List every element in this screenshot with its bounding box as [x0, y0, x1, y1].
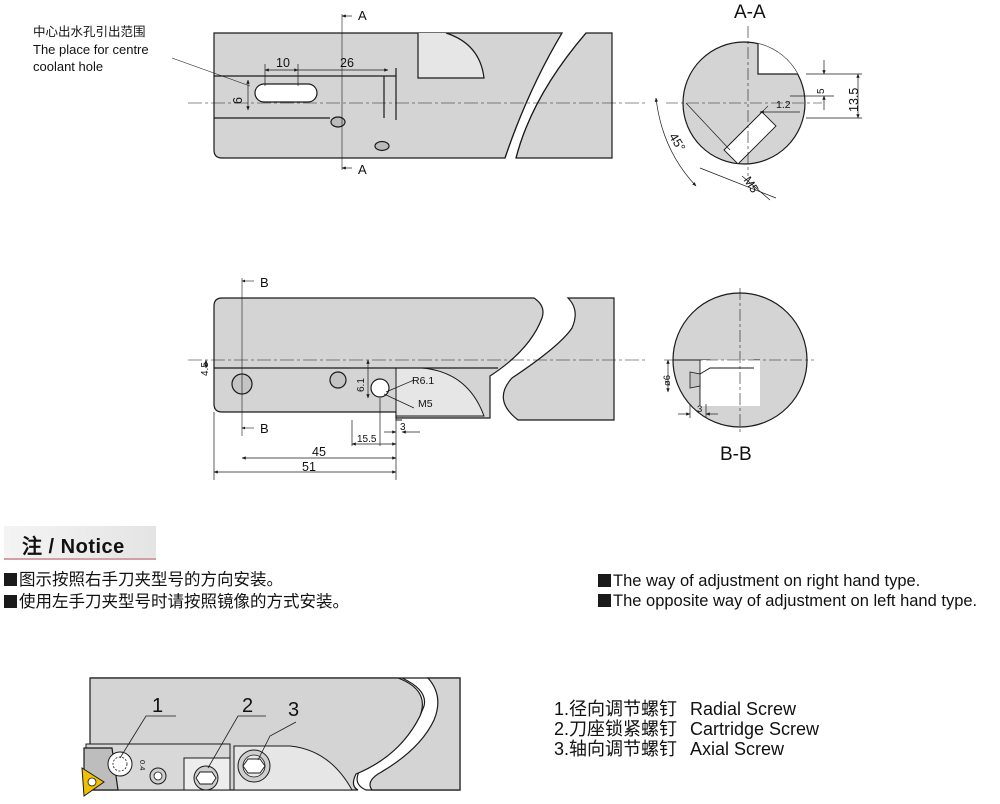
notice-en-1: The way of adjustment on right hand type…	[598, 571, 920, 592]
notice-header: 注 / Notice	[4, 526, 156, 560]
top-view-step	[417, 32, 485, 79]
section-aa	[666, 26, 822, 176]
coolant-callout: 中心出水孔引出范围 The place for centre coolant h…	[33, 24, 149, 75]
top-view-dimensions	[246, 14, 389, 170]
assembly-view	[81, 677, 461, 797]
bottom-screw-head	[329, 371, 347, 389]
dim-aa-depth-total: 13.5	[847, 88, 861, 112]
bullet-square-icon	[598, 574, 611, 587]
radial-screw	[107, 751, 133, 777]
assembly-leaders	[119, 715, 297, 769]
top-view-centerlines	[171, 14, 648, 170]
section-mark-a-top: A	[358, 8, 367, 23]
dim-hole-depth: 6.1	[356, 378, 367, 392]
bottom-view-cartridge	[395, 367, 485, 417]
bottom-view	[213, 297, 615, 421]
dim-bottom-3: 3	[400, 422, 406, 433]
hole-marker-2	[374, 140, 390, 152]
notice-cn-1: 图示按照右手刀夹型号的方向安装。	[4, 570, 283, 591]
dim-bottom-51: 51	[302, 460, 316, 474]
coolant-callout-en-2: coolant hole	[33, 59, 104, 74]
dim-bottom-45: 45	[312, 445, 326, 459]
assembly-scale-mark: 0.4	[138, 760, 147, 770]
notice-title: 注 / Notice	[22, 536, 125, 558]
bottom-view-dimensions	[204, 359, 420, 480]
dim-aa-offset: 1.2	[776, 99, 791, 111]
aa-notch	[757, 42, 805, 75]
coolant-callout-cn: 中心出水孔引出范围	[33, 25, 146, 39]
section-mark-b-top: B	[260, 275, 269, 290]
dim-slot-offset: 26	[340, 56, 354, 70]
dim-aa-depth-small: 5	[816, 88, 827, 94]
section-mark-a-bottom: A	[358, 162, 367, 177]
top-view-wave	[504, 32, 563, 159]
bottom-view-centerlines	[188, 278, 648, 436]
top-view	[213, 32, 613, 159]
coolant-callout-en-1: The place for centre	[33, 42, 149, 57]
section-aa-title: A-A	[734, 2, 766, 23]
dim-slot-height: 6	[231, 97, 245, 104]
dim-slot-width: 10	[276, 56, 290, 70]
dim-bottom-height: 4.5	[200, 362, 211, 376]
dim-bb-dia: ø6	[662, 375, 673, 386]
bullet-square-icon	[4, 573, 17, 586]
notice-en-2: The opposite way of adjustment on left h…	[598, 591, 977, 612]
dim-bottom-15-5: 15.5	[357, 434, 377, 445]
bullet-square-icon	[598, 594, 611, 607]
top-view-wave-2	[515, 32, 587, 159]
section-mark-b-bottom: B	[260, 421, 269, 436]
bottom-view-body-left	[213, 297, 544, 419]
coolant-slot	[254, 83, 318, 103]
bottom-view-body-right	[502, 297, 615, 421]
hole-marker	[330, 116, 346, 128]
assembly-label-1: 1	[152, 695, 163, 717]
thread-bottom: M5	[418, 398, 433, 410]
section-bb	[664, 288, 814, 432]
bullet-square-icon	[4, 595, 17, 608]
dim-bb-3: 3	[697, 404, 702, 415]
dim-radius: R6.1	[412, 375, 434, 387]
assembly-label-2: 2	[242, 695, 253, 717]
section-aa-dimensions	[654, 60, 862, 201]
dim-aa-angle: 45°	[666, 131, 688, 154]
section-bb-title: B-B	[720, 444, 752, 465]
section-bb-dimensions	[666, 359, 718, 418]
notice-cn-2: 使用左手刀夹型号时请按照镜像的方式安装。	[4, 592, 349, 613]
bottom-hole-m5	[370, 378, 390, 398]
assembly-label-3: 3	[288, 699, 299, 721]
